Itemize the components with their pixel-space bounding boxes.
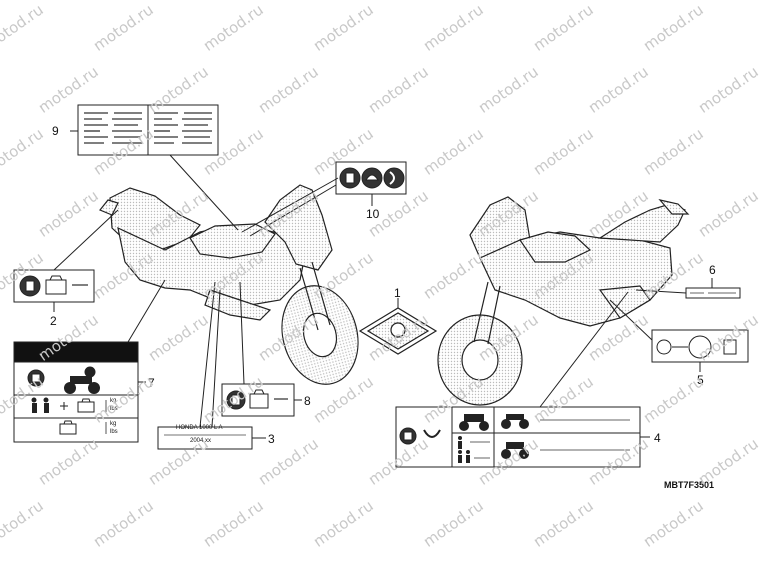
callout-3: 3 [268, 432, 275, 446]
label-7-panel [13, 341, 139, 443]
leader-lines [53, 130, 713, 439]
callout-6: 6 [709, 263, 716, 277]
label-4-panel [395, 406, 641, 468]
label-5-panel [651, 329, 749, 363]
label-7-unit-kg-1: kg [110, 398, 117, 404]
label-7-unit-kg-2: kg [110, 421, 117, 427]
diagram-code: MBT7F3501 [664, 480, 715, 490]
motorcycle-front-left-view [99, 184, 359, 385]
callout-9: 9 [52, 124, 59, 138]
label-3-line1: HONDA 1000 L A [176, 425, 223, 431]
label-7-unit-lbs-1: lbs [110, 406, 118, 412]
label-9-panel [77, 104, 219, 156]
label-10-panel [335, 161, 407, 195]
motorcycle-rear-right-view [437, 196, 690, 406]
callout-5: 5 [697, 373, 704, 387]
label-6-strip [685, 287, 741, 299]
callout-7: 7 [148, 376, 155, 390]
label-7-unit-lbs-2: lbs [110, 429, 118, 435]
callout-2: 2 [50, 314, 57, 328]
label-1-emblem [358, 307, 438, 355]
callout-10: 10 [366, 207, 380, 221]
label-8-panel [221, 383, 295, 417]
callout-1: 1 [394, 286, 401, 300]
callout-4: 4 [654, 431, 661, 445]
label-2-panel [13, 269, 95, 303]
label-3-line2: 2004 xx [190, 438, 212, 444]
callout-8: 8 [304, 394, 311, 408]
